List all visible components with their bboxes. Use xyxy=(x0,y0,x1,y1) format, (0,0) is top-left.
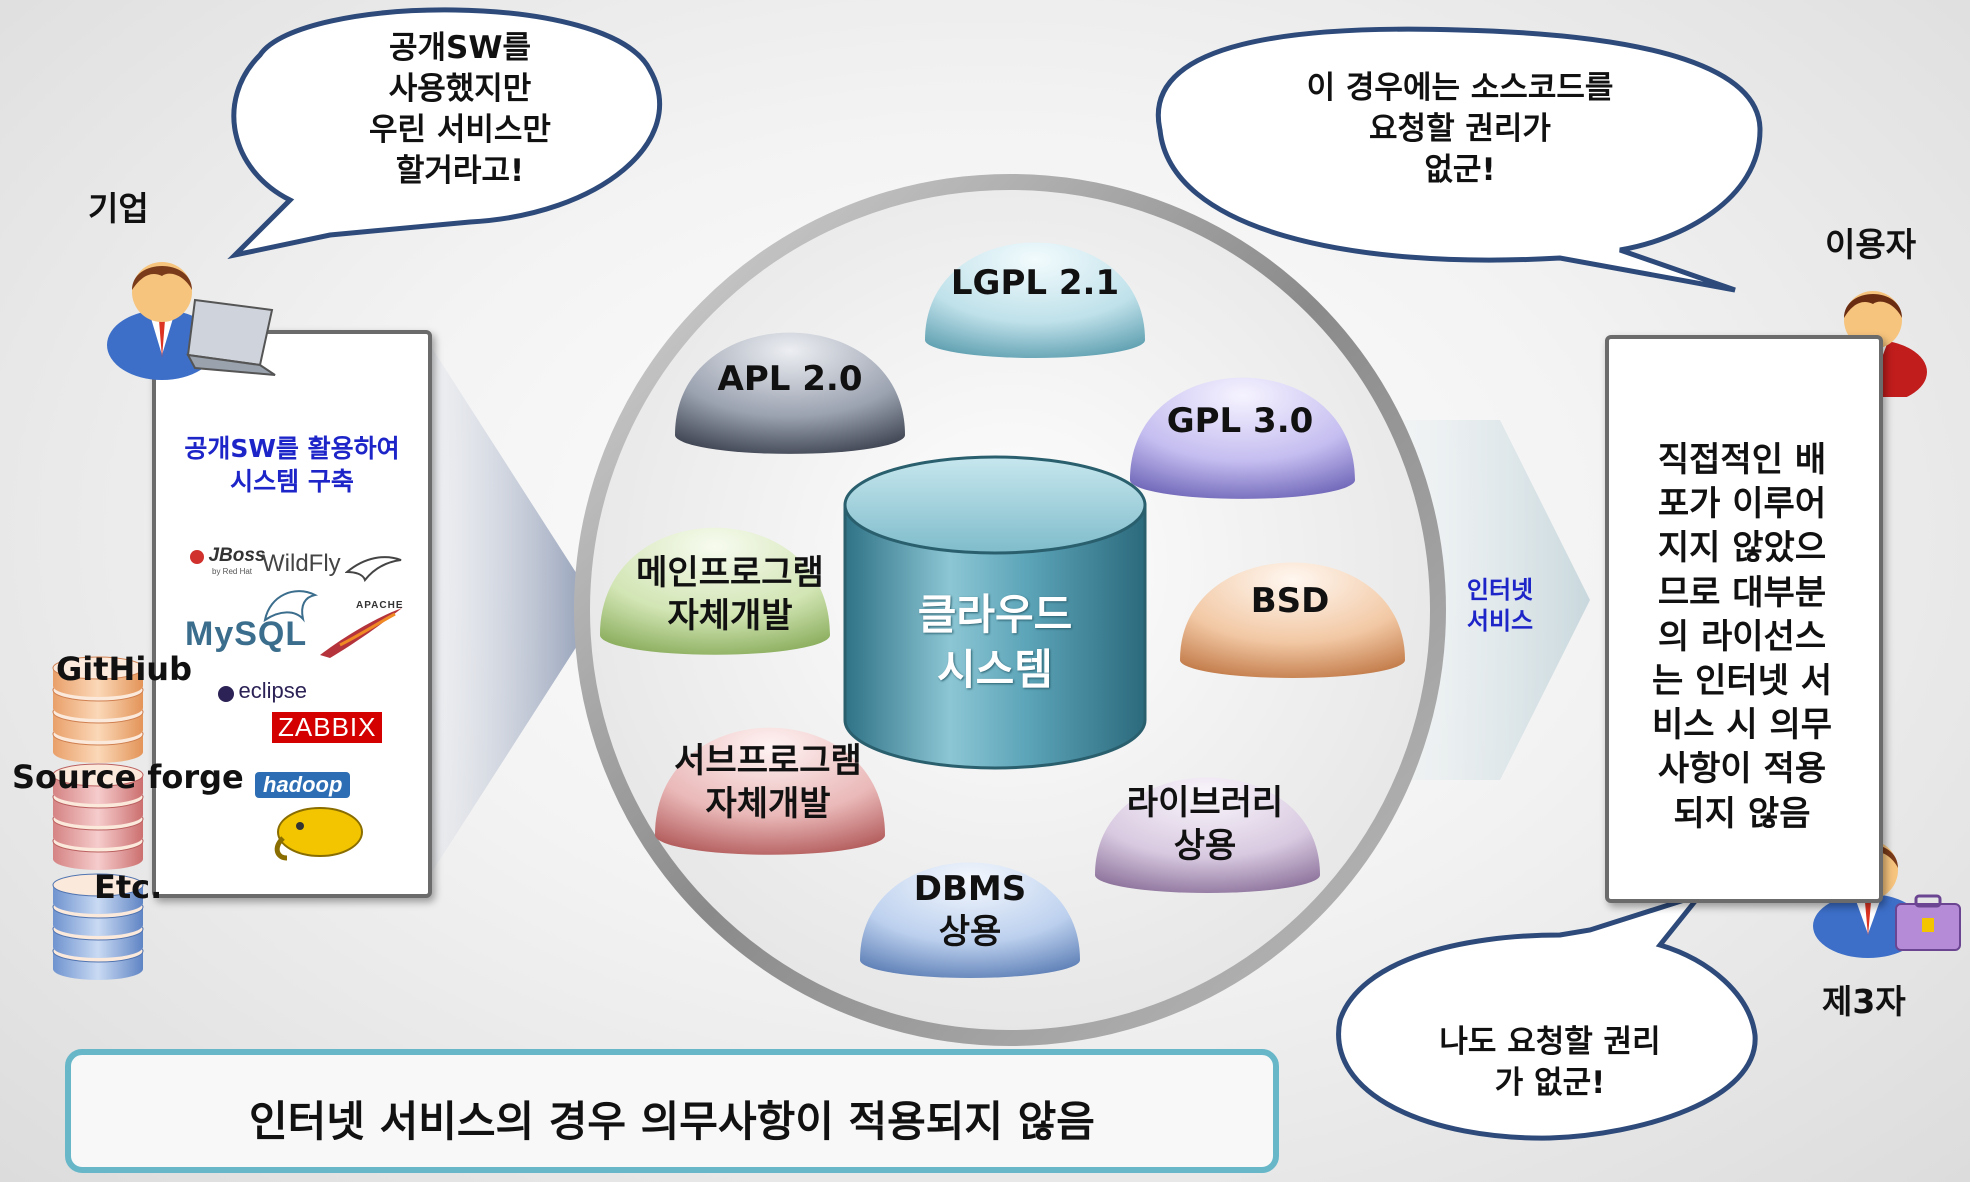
left-arrow xyxy=(400,345,600,875)
dome-dbms xyxy=(860,862,1080,978)
dome-lib xyxy=(1095,777,1320,893)
wildfly-wing-icon xyxy=(344,555,402,582)
right-panel-text: 직접적인 배 포가 이루어 지지 않았으 므로 대부분 의 라이선스 는 인터넷… xyxy=(1651,440,1833,834)
dome-label-gpl: GPL 3.0 xyxy=(1166,401,1314,441)
dome-bsd xyxy=(1180,562,1405,678)
bubble-company-text: 공개SW를 사용했지만 우린 서비스만 할거라고! xyxy=(369,30,551,189)
apache-feather-icon xyxy=(320,608,402,658)
repo-stack-github xyxy=(52,656,144,763)
dome-label-main: 메인프로그램 자체개발 xyxy=(636,553,824,636)
wildfly-logo: WildFly xyxy=(262,550,403,582)
actor-label-company: 기업 xyxy=(88,189,149,228)
dome-apl xyxy=(675,332,905,454)
dome-sub xyxy=(655,727,885,855)
dome-main xyxy=(600,527,830,655)
repo-stack-sourceforge xyxy=(52,763,144,870)
repo-label-github: GitHiub xyxy=(56,650,192,688)
cloud-cylinder xyxy=(843,455,1147,770)
repo-label-etc: Etc. xyxy=(94,868,163,906)
dome-label-bsd: BSD xyxy=(1250,581,1330,621)
actor-label-user: 이용자 xyxy=(1825,225,1917,264)
eclipse-icon xyxy=(218,685,234,702)
cylinder-label: 클라우드 시스템 xyxy=(917,590,1073,694)
dolphin-icon xyxy=(263,590,319,623)
elephant-icon xyxy=(274,807,363,861)
dome-label-sub: 서브프로그램 자체개발 xyxy=(674,741,862,824)
dome-label-dbms: DBMS 상용 xyxy=(913,869,1027,952)
mysql-logo: MySQL xyxy=(185,590,319,654)
jboss-icon xyxy=(190,549,204,564)
bubble-company xyxy=(227,7,663,260)
repo-stack-etc xyxy=(52,873,144,980)
actor-label-third: 제3자 xyxy=(1822,982,1906,1021)
zabbix-logo: ZABBIX xyxy=(272,712,383,743)
left-panel xyxy=(152,330,432,898)
bottom-banner-frame xyxy=(65,1049,1279,1173)
jboss-logo: JBoss by Red Hat xyxy=(190,545,265,576)
left-panel-caption: 공개SW를 활용하여 시스템 구축 xyxy=(184,434,400,496)
repo-label-sourceforge: Source forge xyxy=(12,758,244,796)
bubble-third xyxy=(1336,890,1758,1141)
dome-label-lib: 라이브러리 상용 xyxy=(1126,783,1284,866)
apache-logo: APACHE xyxy=(310,600,405,665)
internet-service-label: 인터넷 서비스 xyxy=(1466,576,1534,636)
bubble-user-text: 이 경우에는 소스코드를 요청할 권리가 없군! xyxy=(1306,70,1614,188)
dome-label-lgpl: LGPL 2.1 xyxy=(950,263,1120,303)
eclipse-logo: eclipse xyxy=(218,678,307,704)
dome-lgpl xyxy=(925,242,1145,358)
company-person-icon xyxy=(107,262,276,380)
dome-gpl xyxy=(1130,377,1355,499)
dome-label-apl: APL 2.0 xyxy=(717,359,863,399)
hadoop-logo: hadoop xyxy=(255,772,363,861)
bubble-user xyxy=(1155,26,1763,293)
right-panel xyxy=(1605,335,1883,903)
bottom-banner-text: 인터넷 서비스의 경우 의무사항이 적용되지 않음 xyxy=(249,1097,1095,1146)
bubble-third-text: 나도 요청할 권리 가 없군! xyxy=(1439,1024,1661,1101)
